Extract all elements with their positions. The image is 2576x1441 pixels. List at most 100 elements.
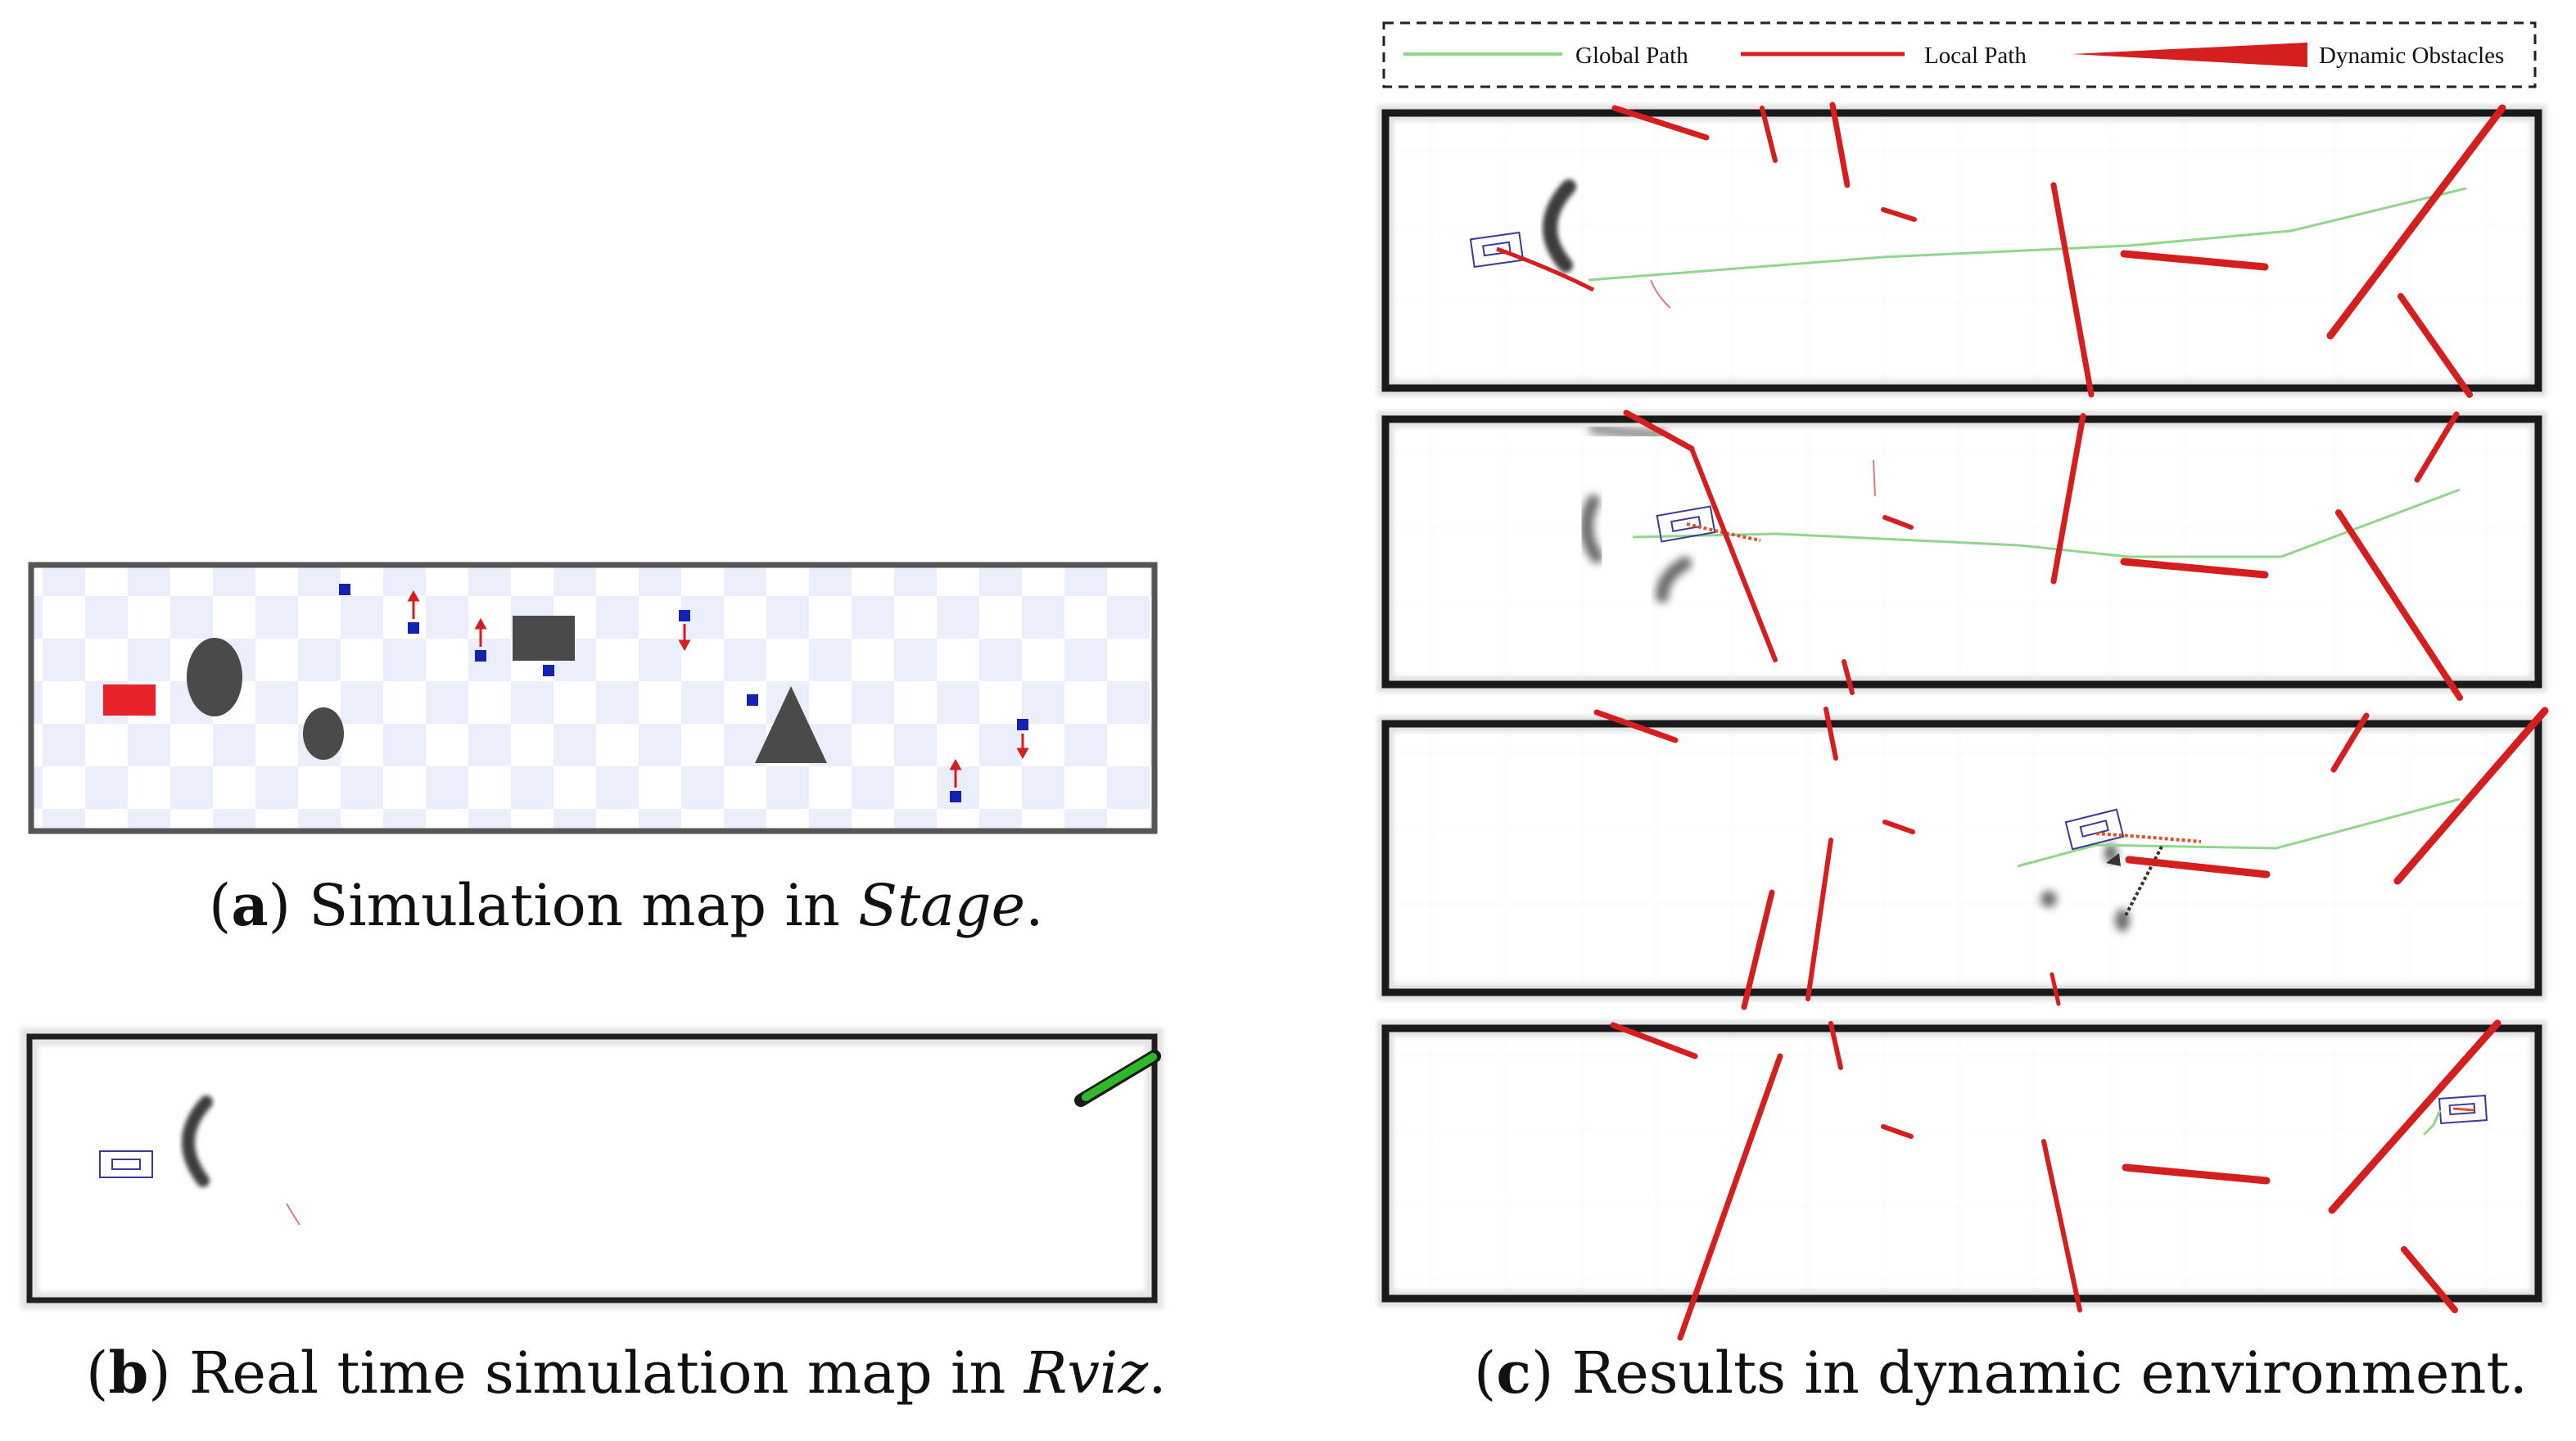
dynamic-obstacle bbox=[2401, 1246, 2458, 1313]
obstacle-blob bbox=[2115, 909, 2130, 932]
local-path bbox=[2095, 832, 2202, 843]
global-path bbox=[1632, 488, 2461, 558]
local-path-trace bbox=[286, 1203, 301, 1226]
caption-c: (c) Results in dynamic environment. bbox=[1474, 1339, 2528, 1407]
dynamic-obstacle bbox=[2330, 712, 2370, 773]
moving-markers bbox=[339, 584, 1028, 802]
result-frame-2 bbox=[1377, 409, 2547, 701]
dynamic-obstacle bbox=[2326, 104, 2506, 340]
dynamic-obstacles bbox=[1623, 409, 2463, 701]
arrow-icon bbox=[678, 624, 691, 652]
dynamic-obstacle bbox=[2414, 411, 2460, 483]
dynamic-obstacles bbox=[1610, 1019, 2501, 1341]
moving-marker bbox=[475, 650, 486, 662]
robot-icon bbox=[2064, 808, 2125, 851]
dynamic-obstacle bbox=[2328, 1019, 2501, 1214]
rviz-map-border bbox=[26, 1033, 1158, 1303]
dynamic-obstacle bbox=[2120, 250, 2269, 271]
result-frame-1 bbox=[1377, 102, 2547, 398]
legend-dynamic-obstacles-label: Dynamic Obstacles bbox=[2319, 43, 2504, 69]
velocity-arrow bbox=[2124, 846, 2163, 916]
legend-dynamic-obstacles-wedge bbox=[2072, 43, 2307, 67]
dynamic-obstacles bbox=[1593, 707, 2549, 1010]
dynamic-obstacle bbox=[1610, 1022, 1698, 1059]
global-path bbox=[1588, 187, 2467, 282]
legend-box: Global Path Local Path Dynamic Obstacles bbox=[1382, 21, 2537, 88]
legend-local-path-label: Local Path bbox=[1924, 43, 2027, 69]
dynamic-obstacle bbox=[1741, 889, 1775, 1010]
moving-marker bbox=[747, 694, 758, 706]
local-path-trace bbox=[1873, 459, 1876, 497]
crescent-obstacle bbox=[1542, 179, 1576, 273]
robot-start-rect bbox=[103, 684, 156, 716]
global-path bbox=[2017, 797, 2461, 868]
caption-c-label: c bbox=[1496, 1339, 1531, 1407]
local-path-trace bbox=[1650, 279, 1671, 309]
caption-b-end: . bbox=[1148, 1339, 1167, 1407]
dynamic-obstacle bbox=[1881, 1124, 1914, 1139]
result-frame-4 bbox=[1377, 1019, 2547, 1341]
robot-icon bbox=[1469, 231, 1525, 269]
dynamic-obstacle bbox=[2050, 182, 2095, 398]
caption-b: (b) Real time simulation map in Rviz. bbox=[86, 1339, 1167, 1407]
caption-a-italic: Stage bbox=[858, 872, 1026, 939]
caption-a-label: a bbox=[231, 871, 269, 939]
arrow-icon bbox=[2106, 853, 2121, 866]
local-path bbox=[1686, 522, 1761, 542]
dynamic-obstacle bbox=[2393, 707, 2549, 885]
dynamic-obstacle bbox=[1824, 707, 1838, 761]
dynamic-obstacle bbox=[1829, 102, 1851, 188]
dynamic-obstacle bbox=[2335, 509, 2463, 701]
result-frame-3 bbox=[1377, 707, 2549, 1010]
dynamic-obstacle bbox=[1623, 409, 1695, 452]
caption-c-text: Results in dynamic environment. bbox=[1553, 1339, 2528, 1407]
dynamic-obstacle bbox=[1611, 105, 1710, 141]
dynamic-obstacle bbox=[1882, 515, 1914, 530]
dynamic-obstacles bbox=[1611, 102, 2506, 398]
triangle-obstacle bbox=[755, 686, 827, 763]
moving-marker bbox=[339, 584, 350, 595]
obstacle-blob bbox=[2040, 891, 2057, 907]
robot-icon bbox=[99, 1150, 153, 1178]
dynamic-obstacle bbox=[2120, 558, 2269, 579]
stage-map-panel bbox=[28, 562, 1158, 834]
moving-marker bbox=[950, 791, 961, 802]
dynamic-obstacle bbox=[1677, 1053, 1783, 1341]
caption-a: (a) Simulation map in Stage. bbox=[209, 871, 1044, 939]
caption-b-text: Real time simulation map in bbox=[170, 1339, 1024, 1407]
dynamic-obstacle bbox=[1593, 709, 1679, 743]
dynamic-obstacle bbox=[1828, 1021, 1843, 1070]
dynamic-obstacle bbox=[2050, 972, 2061, 1006]
dynamic-obstacle bbox=[1805, 838, 1833, 1001]
dynamic-obstacle bbox=[2041, 1139, 2082, 1312]
caption-a-end: . bbox=[1025, 872, 1044, 939]
arrow-icon bbox=[474, 617, 487, 647]
dynamic-obstacle bbox=[1882, 820, 1915, 834]
obstacle-blob bbox=[1579, 495, 1603, 563]
global-path bbox=[2422, 1109, 2442, 1136]
arrow-icon bbox=[407, 590, 420, 619]
crescent-obstacle bbox=[181, 1095, 213, 1187]
local-path bbox=[1496, 246, 1595, 292]
obstacle-blob bbox=[1589, 424, 1667, 439]
goal-marker-fill bbox=[1082, 1053, 1157, 1101]
rviz-map-panel bbox=[20, 1028, 1164, 1309]
dynamic-obstacle bbox=[2122, 1163, 2271, 1185]
caption-b-italic: Rviz bbox=[1024, 1339, 1149, 1407]
arrow-icon bbox=[1016, 734, 1029, 760]
dynamic-obstacle bbox=[1689, 446, 1778, 662]
robot-icon bbox=[1656, 505, 1716, 543]
legend-global-path-label: Global Path bbox=[1575, 43, 1688, 69]
arrow-icons bbox=[407, 590, 1029, 788]
dynamic-obstacle bbox=[2050, 413, 2086, 585]
moving-marker bbox=[543, 665, 554, 676]
rect-obstacle bbox=[513, 616, 575, 661]
caption-b-label: b bbox=[108, 1339, 149, 1407]
dynamic-obstacle bbox=[2125, 856, 2271, 879]
dynamic-obstacle bbox=[1881, 207, 1917, 222]
dynamic-obstacle bbox=[1842, 659, 1855, 695]
caption-a-text: Simulation map in bbox=[290, 872, 859, 939]
moving-marker bbox=[679, 610, 690, 621]
obstacle-blob bbox=[1656, 557, 1692, 603]
